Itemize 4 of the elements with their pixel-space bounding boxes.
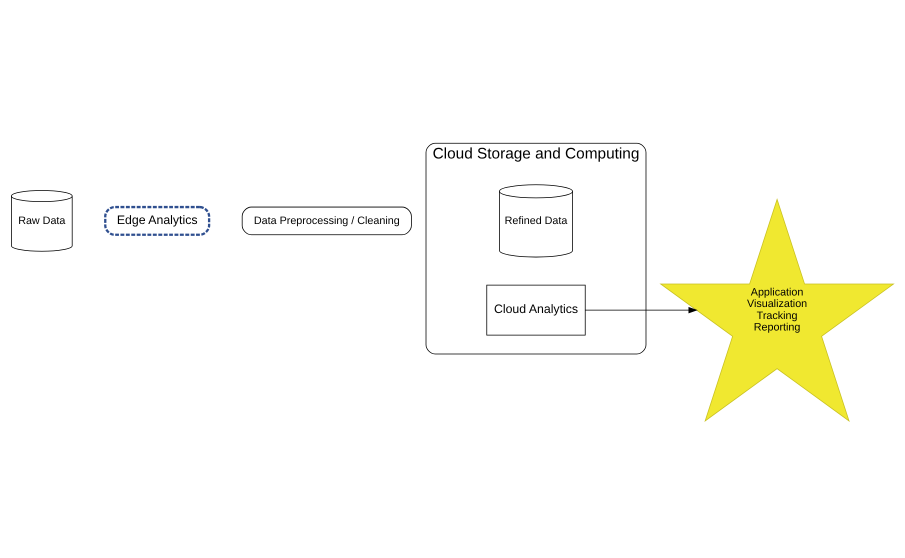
node-box: Cloud Analytics: [486, 284, 586, 336]
arrow: [584, 306, 698, 314]
node-box: Edge Analytics: [104, 206, 210, 236]
node-box: Data Preprocessing / Cleaning: [242, 206, 412, 236]
